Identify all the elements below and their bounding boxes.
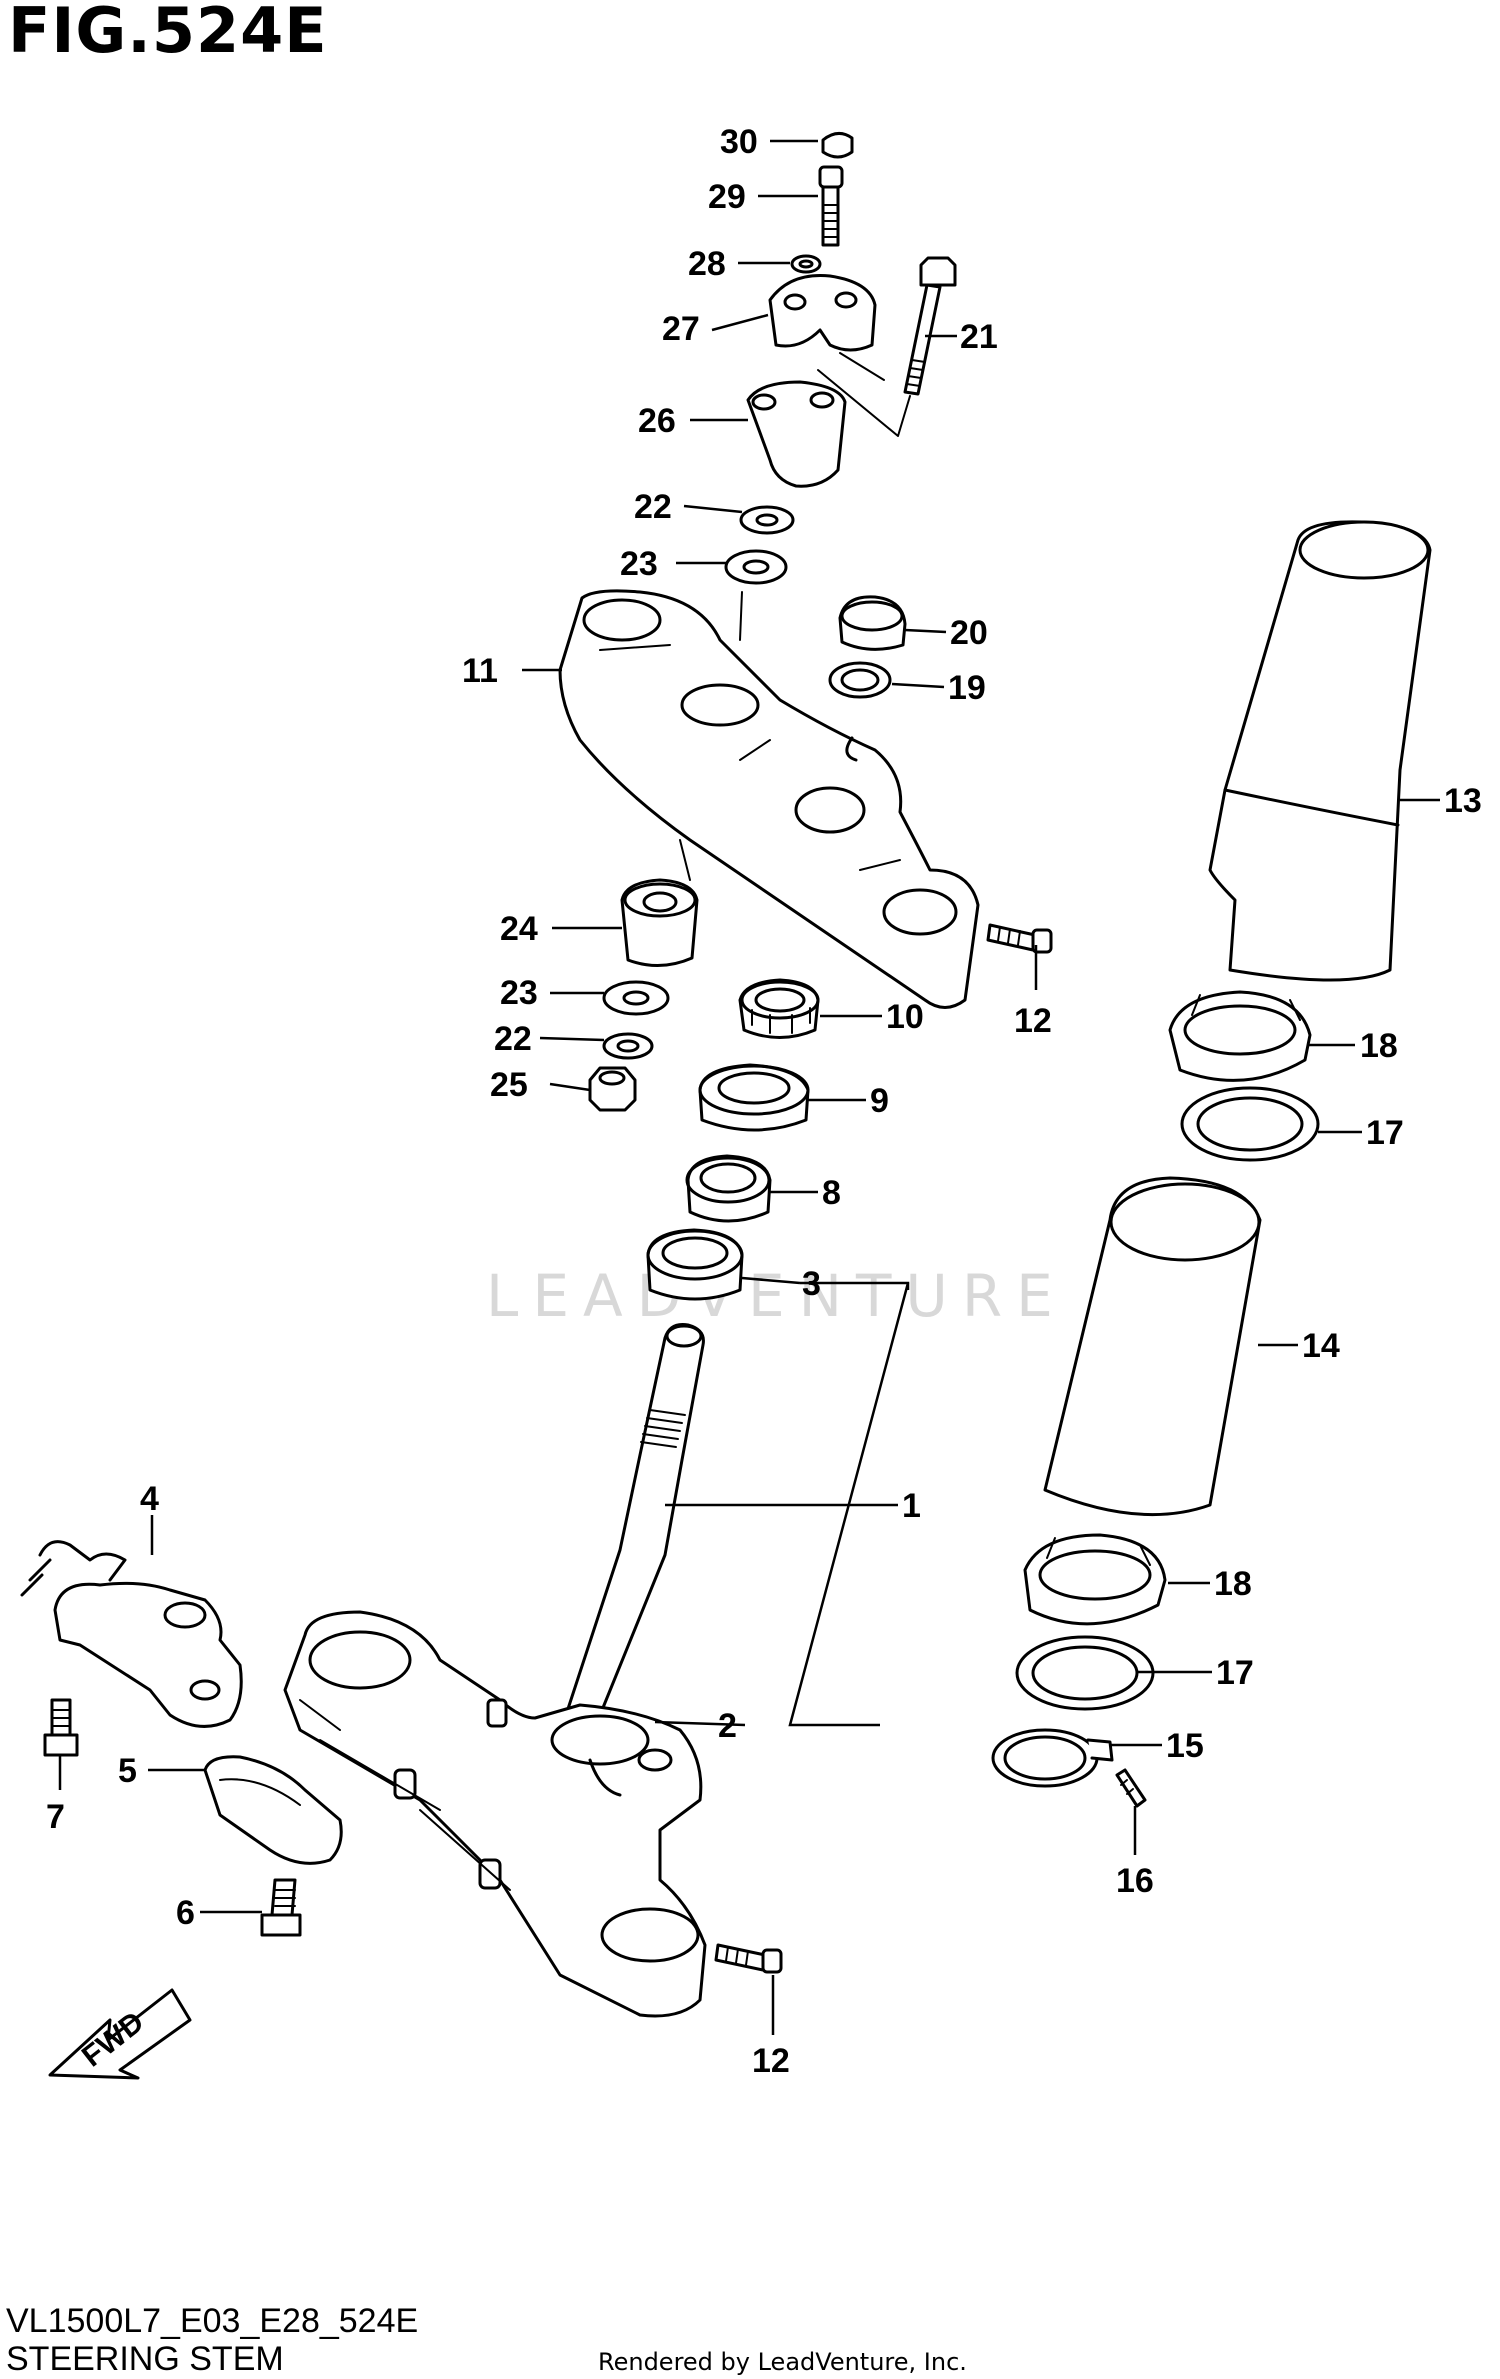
callout-5: 5 — [118, 1752, 137, 1790]
render-credit: Rendered by LeadVenture, Inc. — [598, 2348, 967, 2376]
callout-12-upper: 12 — [1014, 1002, 1052, 1040]
leader-lines — [58, 139, 1440, 2035]
callout-11: 11 — [462, 652, 498, 690]
callout-8: 8 — [822, 1174, 841, 1212]
callout-10: 10 — [886, 998, 924, 1036]
part-24-rubber — [620, 878, 699, 968]
part-20-cap — [838, 595, 907, 651]
part-26-lower-holder — [746, 380, 847, 488]
callout-23-top: 23 — [620, 545, 658, 583]
callout-29: 29 — [708, 178, 746, 216]
callout-21: 21 — [960, 318, 998, 356]
part-11-upper-bracket — [558, 589, 980, 1009]
callout-1: 1 — [902, 1487, 921, 1525]
part-21-long-bolt — [817, 256, 957, 437]
part-1-steering-stem — [563, 1323, 705, 1722]
part-17-washer-lower — [1015, 1635, 1155, 1711]
part-28-washer — [790, 254, 822, 274]
part-13-upper-cover — [1208, 520, 1432, 982]
part-6-bolt — [260, 1878, 302, 1937]
callout-30: 30 — [720, 123, 758, 161]
fwd-arrow-icon — [48, 1988, 192, 2080]
part-25-nut — [588, 1066, 637, 1112]
callout-28: 28 — [688, 245, 726, 283]
callout-22-top: 22 — [634, 488, 672, 526]
callout-4: 4 — [140, 1480, 159, 1518]
part-18-spacer-upper — [1168, 990, 1312, 1082]
callout-22-lower: 22 — [494, 1020, 532, 1058]
callout-25: 25 — [490, 1066, 528, 1104]
part-17-washer-upper — [1180, 1086, 1320, 1162]
watermark: LEADVENTURE — [486, 1262, 1067, 1330]
callout-14: 14 — [1302, 1327, 1340, 1365]
part-23-washer-top — [724, 549, 788, 585]
part-7-screw — [43, 1698, 79, 1757]
part-18-spacer-lower — [1023, 1533, 1167, 1626]
part-30-cap — [821, 132, 854, 159]
callout-20: 20 — [950, 614, 988, 652]
callout-26: 26 — [638, 402, 676, 440]
callout-19: 19 — [948, 669, 986, 707]
callout-23-lower: 23 — [500, 974, 538, 1012]
figure-title: FIG.524E — [8, 0, 328, 67]
callout-24: 24 — [500, 910, 538, 948]
part-10-steering-nut — [738, 978, 820, 1039]
part-3-bearing — [646, 1228, 744, 1301]
model-code: VL1500L7_E03_E28_524E — [6, 2302, 419, 2340]
part-29-bolt — [818, 165, 844, 247]
callout-18-upper: 18 — [1360, 1027, 1398, 1065]
callout-18-lower: 18 — [1214, 1565, 1252, 1603]
callout-13: 13 — [1444, 782, 1482, 820]
part-9-dust-seal — [698, 1063, 810, 1132]
part-14-lower-cover — [1043, 1176, 1262, 1517]
callout-17-lower: 17 — [1216, 1654, 1254, 1692]
part-19-ring — [828, 661, 892, 699]
part-15-clamp — [991, 1728, 1114, 1788]
part-16-screw — [1115, 1768, 1147, 1808]
part-4-steering-lock — [20, 1540, 243, 1728]
part-5-cover — [203, 1755, 343, 1865]
callout-17-upper: 17 — [1366, 1114, 1404, 1152]
callout-9: 9 — [870, 1082, 889, 1120]
part-12-bolt-lower — [714, 1943, 783, 1974]
part-12-bolt-upper — [986, 923, 1053, 954]
part-8-bearing — [685, 1154, 772, 1223]
callout-3: 3 — [802, 1265, 821, 1303]
callout-6: 6 — [176, 1894, 195, 1932]
callout-7: 7 — [46, 1798, 65, 1836]
callout-12-lower: 12 — [752, 2042, 790, 2080]
callout-15: 15 — [1166, 1727, 1204, 1765]
callout-27: 27 — [662, 310, 700, 348]
part-1-lower-bracket — [283, 1610, 707, 2018]
callout-2: 2 — [718, 1707, 737, 1745]
part-27-upper-holder — [768, 274, 877, 352]
diagram-caption: STEERING STEM — [6, 2340, 284, 2378]
callout-16: 16 — [1116, 1862, 1154, 1900]
part-22-washer-lower — [602, 1032, 654, 1060]
part-23-washer-lower — [602, 980, 670, 1016]
part-22-washer-top — [739, 505, 795, 535]
